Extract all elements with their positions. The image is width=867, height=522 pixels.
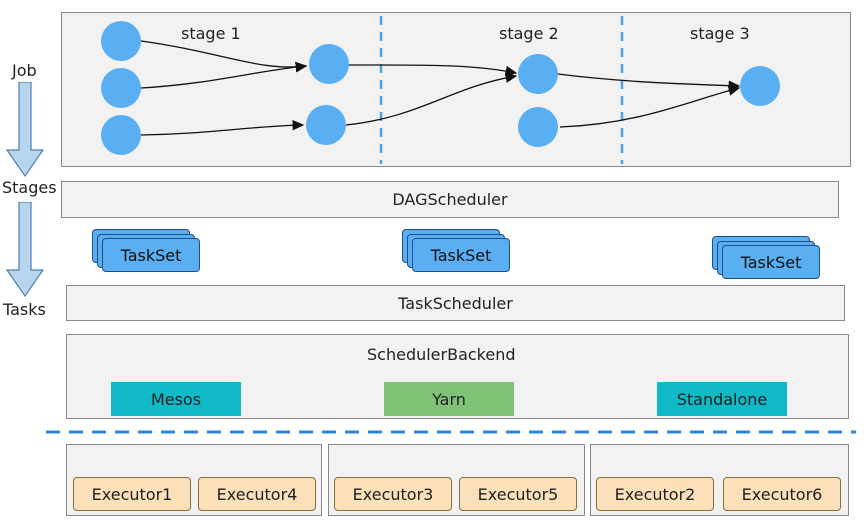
dag-node xyxy=(518,107,558,147)
executor: Executor5 xyxy=(459,477,577,511)
mesos-backend: Mesos xyxy=(111,382,241,416)
job-dag-graph xyxy=(101,16,780,164)
executor: Executor1 xyxy=(73,477,191,511)
dag-node xyxy=(740,66,780,106)
dag-edge xyxy=(345,72,518,126)
yarn-backend: Yarn xyxy=(384,382,514,416)
dag-edge xyxy=(557,73,741,91)
dag-edge xyxy=(559,85,741,128)
dag-edge xyxy=(140,61,308,89)
taskset-label: TaskSet xyxy=(102,238,200,272)
dag-edge xyxy=(140,120,305,136)
worker-node: Executor3 Executor5 xyxy=(328,444,585,516)
dag-node xyxy=(101,68,141,108)
job-dag-panel xyxy=(61,12,851,167)
down-arrow-icon xyxy=(5,202,45,298)
stages-label: Stages xyxy=(2,178,57,197)
taskset-stack: TaskSet xyxy=(712,236,822,279)
stage-3-label: stage 3 xyxy=(690,24,750,43)
taskset-label: TaskSet xyxy=(412,238,510,272)
worker-node: Executor1 Executor4 xyxy=(66,444,322,516)
stage-1-label: stage 1 xyxy=(181,24,241,43)
executor: Executor6 xyxy=(723,477,841,511)
standalone-backend: Standalone xyxy=(657,382,787,416)
dag-node xyxy=(101,21,141,61)
job-label: Job xyxy=(12,61,37,80)
executor: Executor2 xyxy=(596,477,714,511)
taskset-stack: TaskSet xyxy=(92,229,202,272)
taskset-label: TaskSet xyxy=(722,245,820,279)
dag-node xyxy=(306,105,346,145)
down-arrow-icon xyxy=(5,82,45,178)
taskset-stack: TaskSet xyxy=(402,229,512,272)
dag-scheduler-bar: DAGScheduler xyxy=(61,181,839,218)
scheduler-backend-title: SchedulerBackend xyxy=(367,345,516,364)
executor: Executor3 xyxy=(334,477,452,511)
dag-node xyxy=(101,115,141,155)
cluster-separator xyxy=(46,430,856,434)
dag-node xyxy=(518,54,558,94)
tasks-label: Tasks xyxy=(3,300,46,319)
dag-node xyxy=(309,44,349,84)
dag-edge xyxy=(140,40,308,73)
worker-node: Executor2 Executor6 xyxy=(590,444,849,516)
stage-2-label: stage 2 xyxy=(499,24,559,43)
task-scheduler-bar: TaskScheduler xyxy=(66,285,845,321)
executor: Executor4 xyxy=(198,477,316,511)
dag-edge xyxy=(348,64,518,77)
